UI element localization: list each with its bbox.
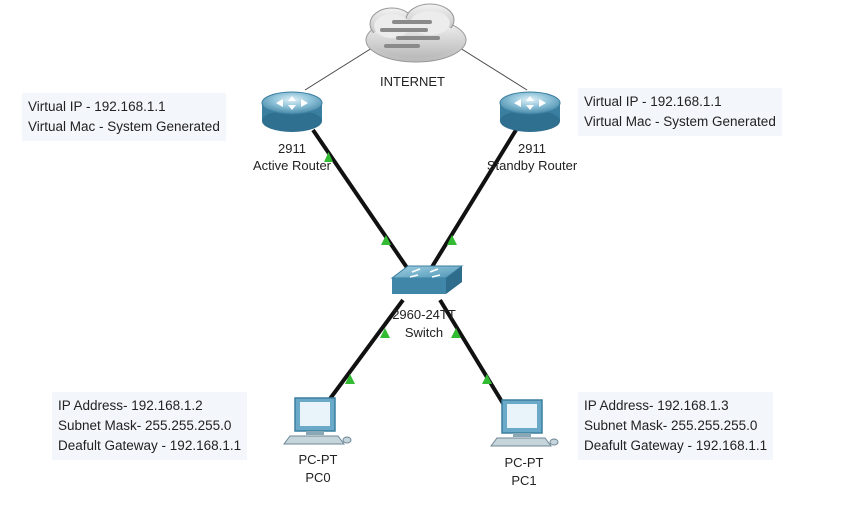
link-status-up-icon	[345, 374, 355, 384]
switch-name: Switch	[404, 325, 444, 340]
note-line: Deafult Gateway - 192.168.1.1	[584, 438, 768, 453]
link-switch-pc0	[316, 298, 405, 417]
note-line: IP Address- 192.168.1.3	[584, 398, 729, 413]
standby-router-model: 2911	[518, 141, 546, 156]
internet-link-active	[304, 47, 373, 91]
link-status-up-icon	[447, 235, 457, 245]
note-line: Virtual Mac - System Generated	[584, 114, 776, 129]
note-line: IP Address- 192.168.1.2	[58, 398, 203, 413]
note-line: Deafult Gateway - 192.168.1.1	[58, 438, 242, 453]
cloud-icon[interactable]	[365, 3, 467, 63]
pc-icon[interactable]	[490, 399, 559, 447]
note-line: Subnet Mask- 255.255.255.0	[584, 418, 758, 433]
link-standby-switch	[425, 128, 518, 277]
pc0-note[interactable]: IP Address- 192.168.1.2 Subnet Mask- 255…	[52, 392, 248, 460]
switch-icon[interactable]	[390, 265, 464, 294]
note-line: Virtual IP - 192.168.1.1	[28, 99, 166, 114]
router-icon[interactable]	[499, 91, 561, 132]
standby-router-note[interactable]: Virtual IP - 192.168.1.1 Virtual Mac - S…	[578, 88, 782, 136]
pc0-name: PC0	[305, 470, 331, 485]
note-line: Virtual IP - 192.168.1.1	[584, 94, 722, 109]
link-active-switch	[311, 128, 414, 277]
active-router-note[interactable]: Virtual IP - 192.168.1.1 Virtual Mac - S…	[22, 93, 226, 141]
note-line: Subnet Mask- 255.255.255.0	[58, 418, 232, 433]
active-router-name: Active Router	[252, 158, 332, 173]
link-status-up-icon	[451, 328, 461, 338]
pc1-type: PC-PT	[504, 455, 544, 470]
switch-model: 2960-24TT	[392, 307, 456, 322]
internet-link-standby	[459, 47, 528, 91]
link-status-up-icon	[380, 328, 390, 338]
link-switch-pc1	[438, 298, 509, 412]
link-status-up-icon	[324, 152, 333, 162]
pc1-note[interactable]: IP Address- 192.168.1.3 Subnet Mask- 255…	[578, 392, 774, 460]
pc1-name: PC1	[511, 473, 537, 488]
note-line: Virtual Mac - System Generated	[28, 119, 220, 134]
internet-label: INTERNET	[380, 74, 445, 89]
router-icon[interactable]	[261, 91, 323, 132]
pc0-type: PC-PT	[298, 452, 338, 467]
link-status-up-icon	[482, 374, 492, 384]
link-status-up-icon	[381, 235, 391, 245]
pc-icon[interactable]	[283, 397, 352, 445]
standby-router-name: Standby Router	[486, 158, 578, 173]
active-router-model: 2911	[278, 141, 306, 156]
